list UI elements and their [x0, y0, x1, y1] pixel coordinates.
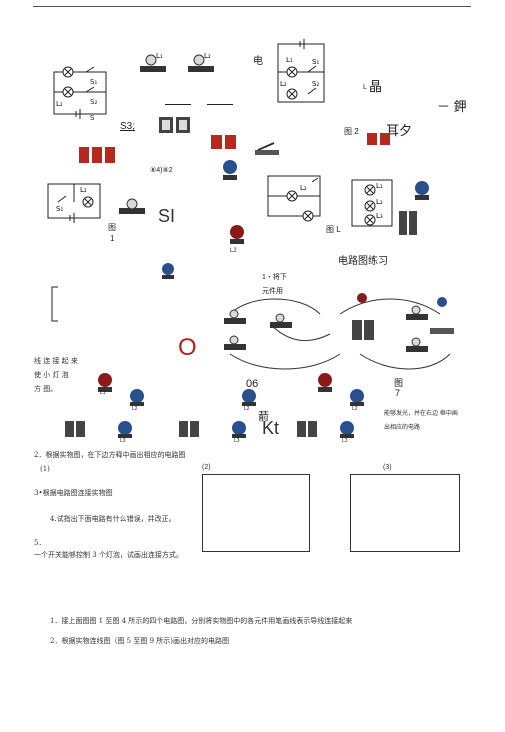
label-si: SI — [158, 206, 176, 226]
lamp-blue-mid — [223, 160, 237, 180]
lamp-blue-right — [415, 181, 429, 200]
left-text-3: 方 图。 — [34, 385, 58, 393]
label-fig1-b: 1 — [110, 234, 115, 243]
label-dash-bei: － 鉀 — [437, 99, 467, 114]
svg-text:S₁: S₁ — [312, 58, 319, 66]
question-5-text: 一个开关能够控制 3 个灯泡，试画出连接方式。 — [34, 551, 183, 559]
label-fig-06: 06 — [246, 378, 259, 390]
svg-text:L₂: L₂ — [280, 80, 287, 88]
circuit-diagram-top-right: L₁ S₁ L₂ S₂ — [277, 39, 325, 103]
svg-text:S₂: S₂ — [90, 98, 97, 106]
battery-row3-a — [65, 421, 85, 437]
battery-pack-right — [399, 211, 417, 235]
instruction-item-1: 1．接上面图图 1 至图 4 所示的四个电路图，分别将实物图中的各元件用笔画线表… — [50, 617, 353, 625]
svg-text:S₂: S₂ — [312, 80, 319, 88]
label-er-xi: 耳夕 — [386, 123, 413, 138]
label-jing-prefix: L — [363, 84, 367, 91]
lamp-row2-c — [350, 389, 364, 406]
question-5: 5． — [34, 539, 46, 547]
lamp-row2-a — [130, 389, 144, 406]
right-text-2: 出相应的电路 — [384, 424, 421, 431]
svg-text:S₁: S₁ — [56, 205, 63, 213]
answer-box-2[interactable] — [202, 474, 310, 552]
svg-text:L₂: L₂ — [80, 186, 87, 194]
circuit-diagram-fig1: L₂ S₁ — [47, 183, 101, 223]
lamp-row3-a — [118, 421, 132, 438]
lamp-row1-l2 — [318, 373, 332, 392]
right-text-1: 能够发光，并在右边 框中画 — [384, 410, 458, 417]
top-rule — [33, 6, 471, 7]
lamp-label-0: L1 — [100, 390, 106, 396]
battery-row3-b — [179, 421, 199, 437]
answer-box-3[interactable] — [350, 474, 460, 552]
svg-text:L₁: L₁ — [156, 52, 163, 60]
battery-red-right — [367, 133, 390, 145]
question-2-sub2: (2) — [202, 464, 211, 471]
divider-short-1 — [165, 104, 191, 105]
battery-red-left — [79, 147, 115, 163]
question-2-sub1: (1) — [40, 465, 50, 473]
lamp-red-center — [230, 225, 244, 244]
bracket-left — [51, 286, 58, 322]
svg-text:L₂: L₂ — [204, 52, 211, 60]
label-dian: 电 — [253, 56, 263, 67]
question-2: 2．根据实物图，在下边方释中画出相应的电路图 — [34, 451, 186, 459]
lamp-holder-l1-top: L₁ — [140, 52, 166, 72]
circuit-diagram-top-left: S₁ L₂ S₂ S — [53, 66, 107, 122]
lamp-blue-small — [162, 263, 174, 279]
svg-text:L₁: L₁ — [376, 182, 383, 190]
note-2: 元件用 — [262, 288, 283, 295]
label-fig7-b: 7 — [395, 388, 401, 398]
lamp-holder-l2-top: L₂ — [188, 52, 214, 72]
battery-row3-c — [297, 421, 317, 437]
label-kt: Kt — [262, 418, 280, 438]
knife-switch-1 — [255, 142, 279, 155]
lamp-label-2: L3 — [120, 438, 126, 444]
svg-text:L₂: L₂ — [300, 184, 307, 192]
lamp-label-8: L3 — [342, 438, 348, 444]
lamp-row2-b — [242, 389, 256, 406]
instruction-item-2: 2．根据实物连线图（图 5 至图 9 所示)画出对应的电路图 — [50, 637, 229, 645]
svg-text:L₃: L₃ — [376, 212, 383, 220]
lamp-row3-b — [232, 421, 246, 438]
lamp-label-4: L2 — [244, 406, 250, 412]
left-text-1: 线 连 接 起 来 — [34, 357, 78, 365]
section-title: 电路图练习 — [338, 256, 388, 267]
label-ci: 葥 — [258, 410, 269, 423]
label-s3: S3; — [120, 121, 136, 132]
label-fig-mid-small: ⑧4)⑧2 — [150, 167, 173, 174]
label-jing: 晶 — [369, 79, 383, 94]
label-big-o: O — [178, 334, 197, 361]
svg-text:S₁: S₁ — [90, 78, 97, 86]
lamp-holder-fig1 — [119, 198, 145, 214]
circuit-wiring-complex — [224, 293, 454, 370]
lamp-row1-l1 — [98, 373, 112, 392]
label-l2-bottom: L2 — [230, 248, 237, 254]
svg-text:L₂: L₂ — [56, 100, 63, 108]
left-text-2: 使 小 灯 泡 — [34, 371, 69, 379]
question-2-sub3: (3) — [383, 464, 392, 471]
question-4: 4.试指出下面电路有什么错误，并改正。 — [50, 515, 176, 523]
svg-text:L₁: L₁ — [286, 56, 293, 64]
divider-short-2 — [207, 104, 233, 105]
question-3: 3•根据电路图连接实物图 — [34, 489, 113, 497]
label-fig1-a: 图 — [108, 223, 116, 232]
lamp-label-1: L2 — [132, 406, 138, 412]
label-fig7-a: 图 — [394, 378, 404, 388]
lamp-label-5: L3 — [234, 438, 240, 444]
label-fig2: 图 2 — [344, 127, 359, 136]
circuit-diagram-right: L₁ L₂ L₃ — [351, 179, 393, 227]
note-1: 1・将下 — [262, 274, 287, 281]
lamp-label-7: L2 — [352, 406, 358, 412]
battery-pack-1 — [159, 117, 190, 133]
svg-text:L₂: L₂ — [376, 198, 383, 206]
lamp-row3-c — [340, 421, 354, 438]
circuit-diagram-middle: L₂ — [267, 175, 321, 222]
battery-red-top — [211, 135, 236, 149]
svg-text:S: S — [90, 114, 95, 122]
label-fig-l: 图 L — [326, 225, 341, 234]
